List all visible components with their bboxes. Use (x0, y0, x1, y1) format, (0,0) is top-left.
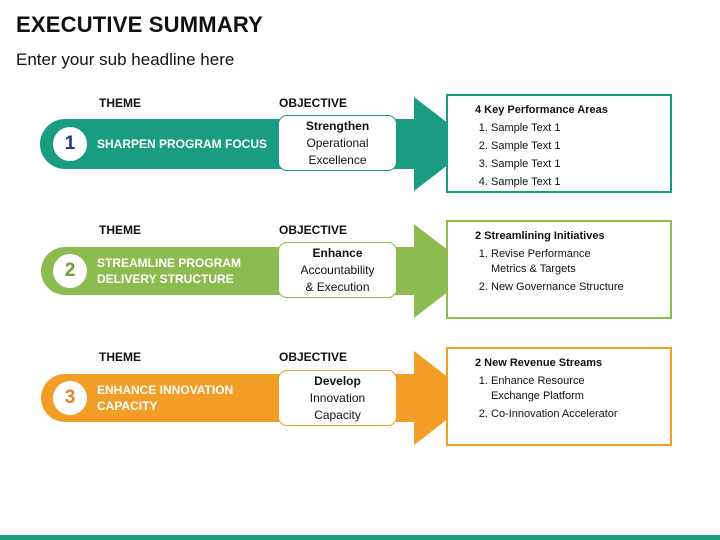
objective-line: Operational (306, 135, 369, 150)
objective-line: & Execution (305, 279, 370, 294)
theme-header: THEME (99, 350, 141, 364)
page-title: EXECUTIVE SUMMARY (16, 12, 264, 37)
detail-list: Revise Performance Metrics & Targets New… (476, 247, 660, 295)
detail-box: 4 Key Performance Areas Sample Text 1 Sa… (446, 94, 672, 193)
objective-box: Develop Innovation Capacity (278, 370, 397, 426)
objective-title: Strengthen (305, 118, 370, 133)
detail-list: Sample Text 1 Sample Text 1 Sample Text … (476, 121, 660, 190)
list-item: Sample Text 1 (491, 175, 660, 190)
row-number-badge: 1 (53, 127, 87, 161)
detail-box: 2 New Revenue Streams Enhance Resource E… (446, 347, 672, 446)
detail-title: 2 Streamlining Initiatives (475, 230, 605, 242)
theme-header: THEME (99, 96, 141, 110)
list-item: Sample Text 1 (491, 157, 660, 172)
row-number-badge: 2 (53, 254, 87, 288)
objective-line: Capacity (314, 407, 361, 422)
objective-line: Innovation (309, 390, 366, 405)
detail-title: 4 Key Performance Areas (475, 104, 608, 116)
objective-box: Enhance Accountability & Execution (278, 242, 397, 298)
objective-title: Enhance (312, 245, 363, 260)
list-item: Revise Performance Metrics & Targets (491, 247, 616, 277)
theme-label: SHARPEN PROGRAM FOCUS (97, 137, 268, 151)
objective-line: Excellence (308, 152, 367, 167)
row-number-badge: 3 (53, 381, 87, 415)
summary-row-1: THEME OBJECTIVE 1 SHARPEN PROGRAM FOCUS … (0, 94, 720, 226)
list-item: New Governance Structure (491, 280, 660, 295)
list-item: Sample Text 1 (491, 139, 660, 154)
objective-line: Accountability (300, 262, 375, 277)
list-item: Sample Text 1 (491, 121, 660, 136)
list-item: Enhance Resource Exchange Platform (491, 374, 601, 404)
theme-label: STREAMLINE PROGRAM DELIVERY STRUCTURE (97, 256, 241, 286)
summary-row-2: THEME OBJECTIVE 2 STREAMLINE PROGRAM DEL… (0, 220, 720, 353)
footer-accent-bar (0, 535, 720, 540)
page-subtitle: Enter your sub headline here (16, 50, 235, 69)
theme-header: THEME (99, 223, 141, 237)
objective-header: OBJECTIVE (279, 223, 348, 237)
objective-header: OBJECTIVE (279, 350, 348, 364)
detail-list: Enhance Resource Exchange Platform Co-In… (476, 374, 660, 422)
objective-header: OBJECTIVE (279, 96, 348, 110)
theme-label: ENHANCE INNOVATION CAPACITY (97, 383, 234, 413)
detail-title: 2 New Revenue Streams (475, 357, 603, 369)
detail-box: 2 Streamlining Initiatives Revise Perfor… (446, 220, 672, 319)
list-item: Co-Innovation Accelerator (491, 407, 660, 422)
objective-box: Strengthen Operational Excellence (278, 115, 397, 171)
summary-row-3: THEME OBJECTIVE 3 ENHANCE INNOVATION CAP… (0, 347, 720, 480)
objective-title: Develop (314, 373, 361, 388)
